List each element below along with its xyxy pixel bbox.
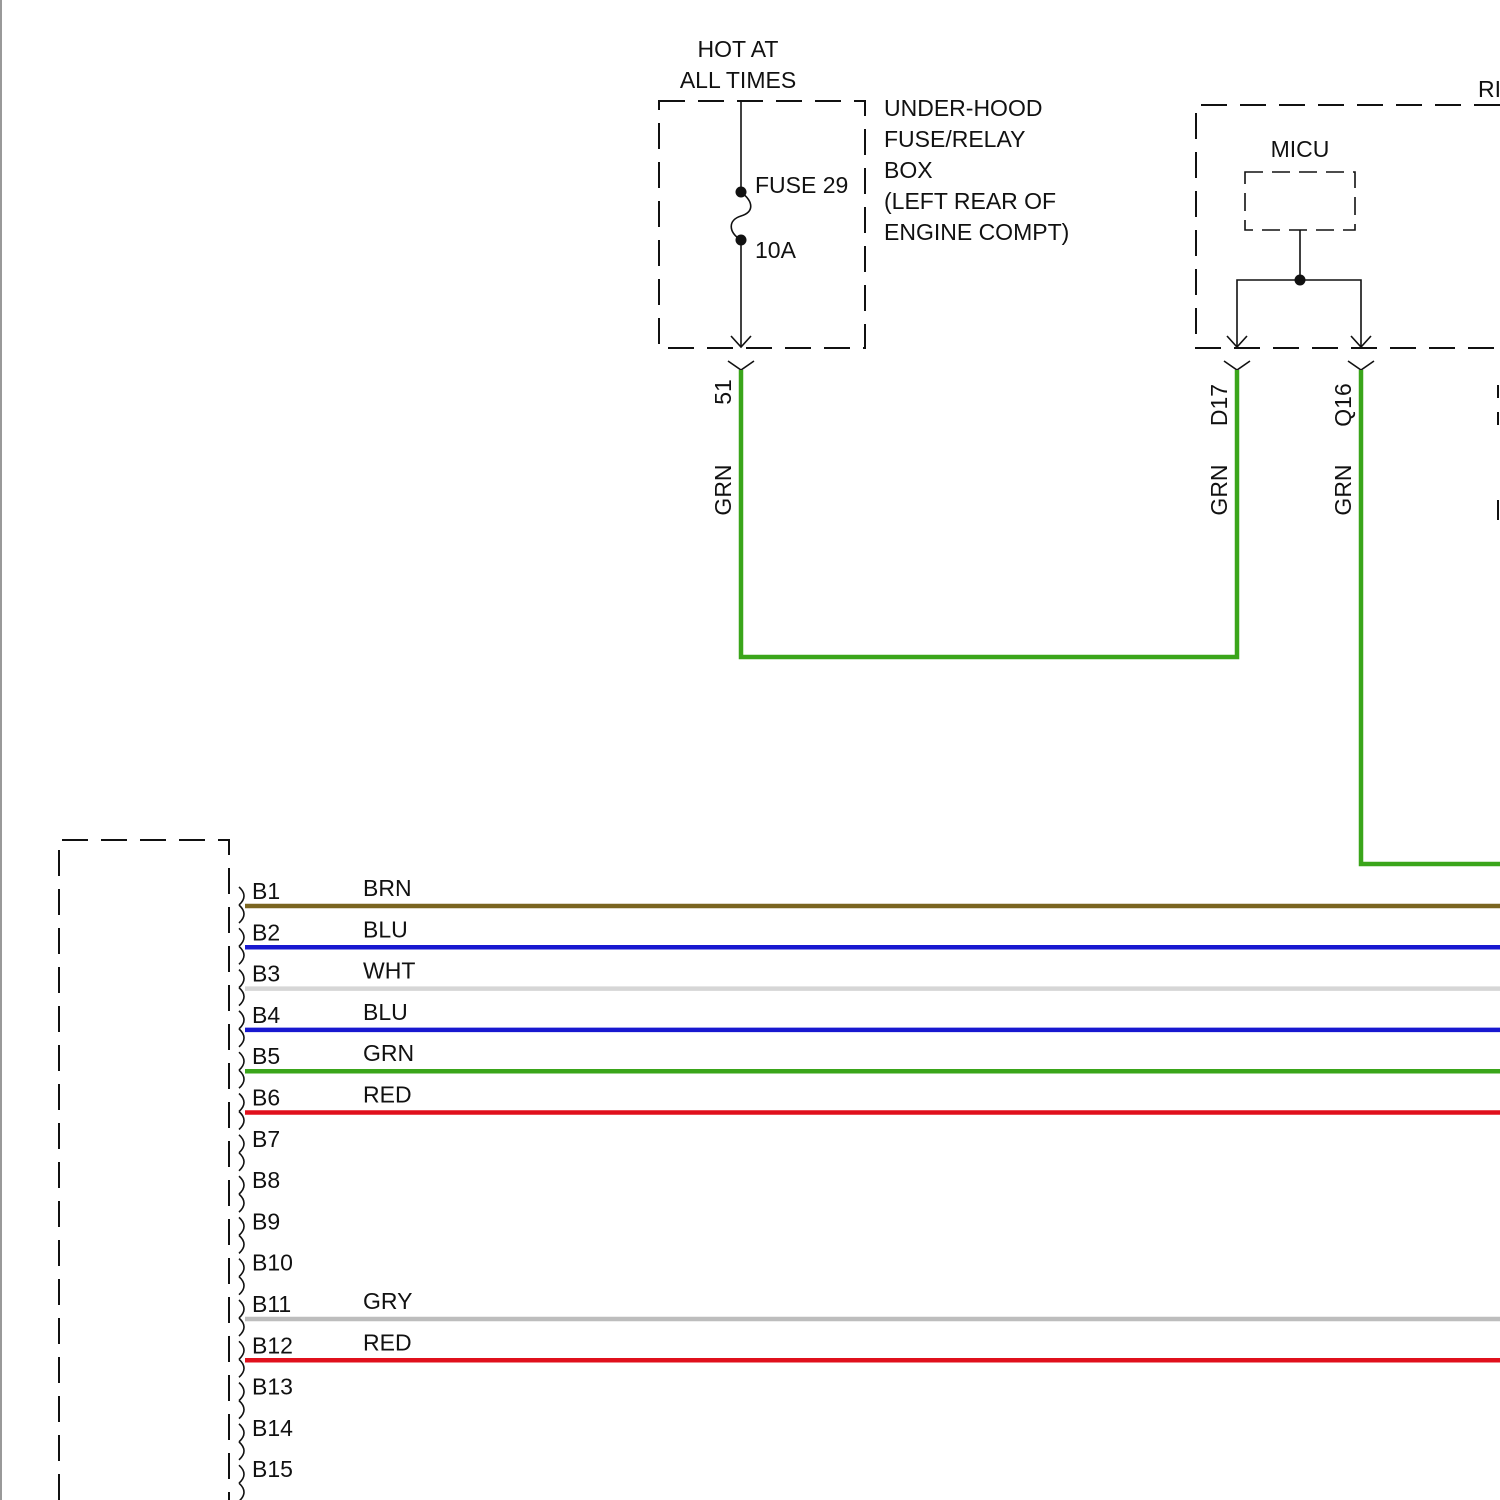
terminal-b3-label: B3 bbox=[252, 961, 280, 987]
fuse-box-name-line-4: (LEFT REAR OF bbox=[884, 188, 1056, 214]
supply-label-line-2: ALL TIMES bbox=[680, 67, 796, 93]
terminal-d17-connector bbox=[1224, 361, 1250, 370]
terminal-b1-symbol bbox=[239, 887, 244, 923]
fuse-rating: 10A bbox=[755, 237, 797, 263]
wire-b4-color-label: BLU bbox=[363, 999, 408, 1025]
terminal-b9-symbol bbox=[239, 1217, 244, 1253]
terminal-b14-symbol bbox=[239, 1424, 244, 1460]
terminal-b11-symbol bbox=[239, 1300, 244, 1336]
fuse-29-symbol bbox=[731, 192, 751, 240]
terminal-q16-connector bbox=[1348, 361, 1374, 370]
terminal-b4-label: B4 bbox=[252, 1002, 280, 1028]
terminal-b5-symbol bbox=[239, 1052, 244, 1088]
wire-b11-color-label: GRY bbox=[363, 1288, 412, 1314]
terminal-b9-label: B9 bbox=[252, 1208, 280, 1234]
wire-51-to-d17 bbox=[741, 370, 1237, 657]
terminal-51-wire-color: GRN bbox=[710, 464, 736, 515]
terminal-b3-symbol bbox=[239, 970, 244, 1006]
fuse-box-name-line-5: ENGINE COMPT) bbox=[884, 219, 1069, 245]
terminal-b6-symbol bbox=[239, 1094, 244, 1130]
micu-box-outline bbox=[1196, 105, 1500, 348]
terminal-51-connector bbox=[728, 361, 754, 370]
green-wires bbox=[741, 370, 1500, 864]
micu-module-outline bbox=[1245, 172, 1355, 230]
terminal-b15-symbol bbox=[239, 1465, 244, 1500]
terminal-b13-label: B13 bbox=[252, 1374, 293, 1400]
terminal-b12-label: B12 bbox=[252, 1332, 293, 1358]
micu-box: RI MICU D17 Q16 GRN GRN bbox=[1196, 76, 1500, 520]
fuse-box-name-line-3: BOX bbox=[884, 157, 933, 183]
micu-label: MICU bbox=[1271, 136, 1330, 162]
wire-b1-color-label: BRN bbox=[363, 875, 412, 901]
terminal-d17-wire-color: GRN bbox=[1206, 464, 1232, 515]
terminal-b6-label: B6 bbox=[252, 1085, 280, 1111]
fuse-box-name-line-2: FUSE/RELAY bbox=[884, 126, 1025, 152]
wire-b5-color-label: GRN bbox=[363, 1040, 414, 1066]
fuse-relay-box: HOT AT ALL TIMES UNDER-HOOD FUSE/RELAY B… bbox=[659, 36, 1069, 516]
wire-q16-out bbox=[1361, 370, 1500, 864]
fuse-box-outline bbox=[659, 101, 865, 348]
terminal-b2-label: B2 bbox=[252, 919, 280, 945]
right-box-title-fragment: RI bbox=[1478, 76, 1500, 102]
terminal-b15-label: B15 bbox=[252, 1456, 293, 1482]
terminal-b14-label: B14 bbox=[252, 1415, 293, 1441]
terminal-b8-label: B8 bbox=[252, 1167, 280, 1193]
terminal-b13-symbol bbox=[239, 1383, 244, 1419]
micu-branch-wires bbox=[1237, 280, 1361, 346]
supply-label-line-1: HOT AT bbox=[698, 36, 779, 62]
terminal-b4-symbol bbox=[239, 1011, 244, 1047]
terminal-b2-symbol bbox=[239, 928, 244, 964]
terminal-q16-wire-color: GRN bbox=[1330, 464, 1356, 515]
terminal-b5-label: B5 bbox=[252, 1043, 280, 1069]
fuse-label: FUSE 29 bbox=[755, 172, 848, 198]
terminal-d17-label: D17 bbox=[1206, 384, 1232, 426]
terminal-b7-symbol bbox=[239, 1135, 244, 1171]
terminal-b10-label: B10 bbox=[252, 1250, 293, 1276]
wire-b2-color-label: BLU bbox=[363, 916, 408, 942]
terminal-b10-symbol bbox=[239, 1259, 244, 1295]
terminal-b7-label: B7 bbox=[252, 1126, 280, 1152]
wire-b12-color-label: RED bbox=[363, 1329, 412, 1355]
terminal-51-label: 51 bbox=[710, 379, 736, 405]
terminal-b11-label: B11 bbox=[252, 1291, 291, 1317]
terminal-b8-symbol bbox=[239, 1176, 244, 1212]
wire-b3-color-label: WHT bbox=[363, 958, 415, 984]
fuse-box-name-line-1: UNDER-HOOD bbox=[884, 95, 1042, 121]
terminal-b12-symbol bbox=[239, 1341, 244, 1377]
terminal-b1-label: B1 bbox=[252, 878, 280, 904]
wire-b6-color-label: RED bbox=[363, 1082, 412, 1108]
terminal-q16-label: Q16 bbox=[1330, 383, 1356, 426]
connector-b-outline bbox=[59, 840, 229, 1500]
